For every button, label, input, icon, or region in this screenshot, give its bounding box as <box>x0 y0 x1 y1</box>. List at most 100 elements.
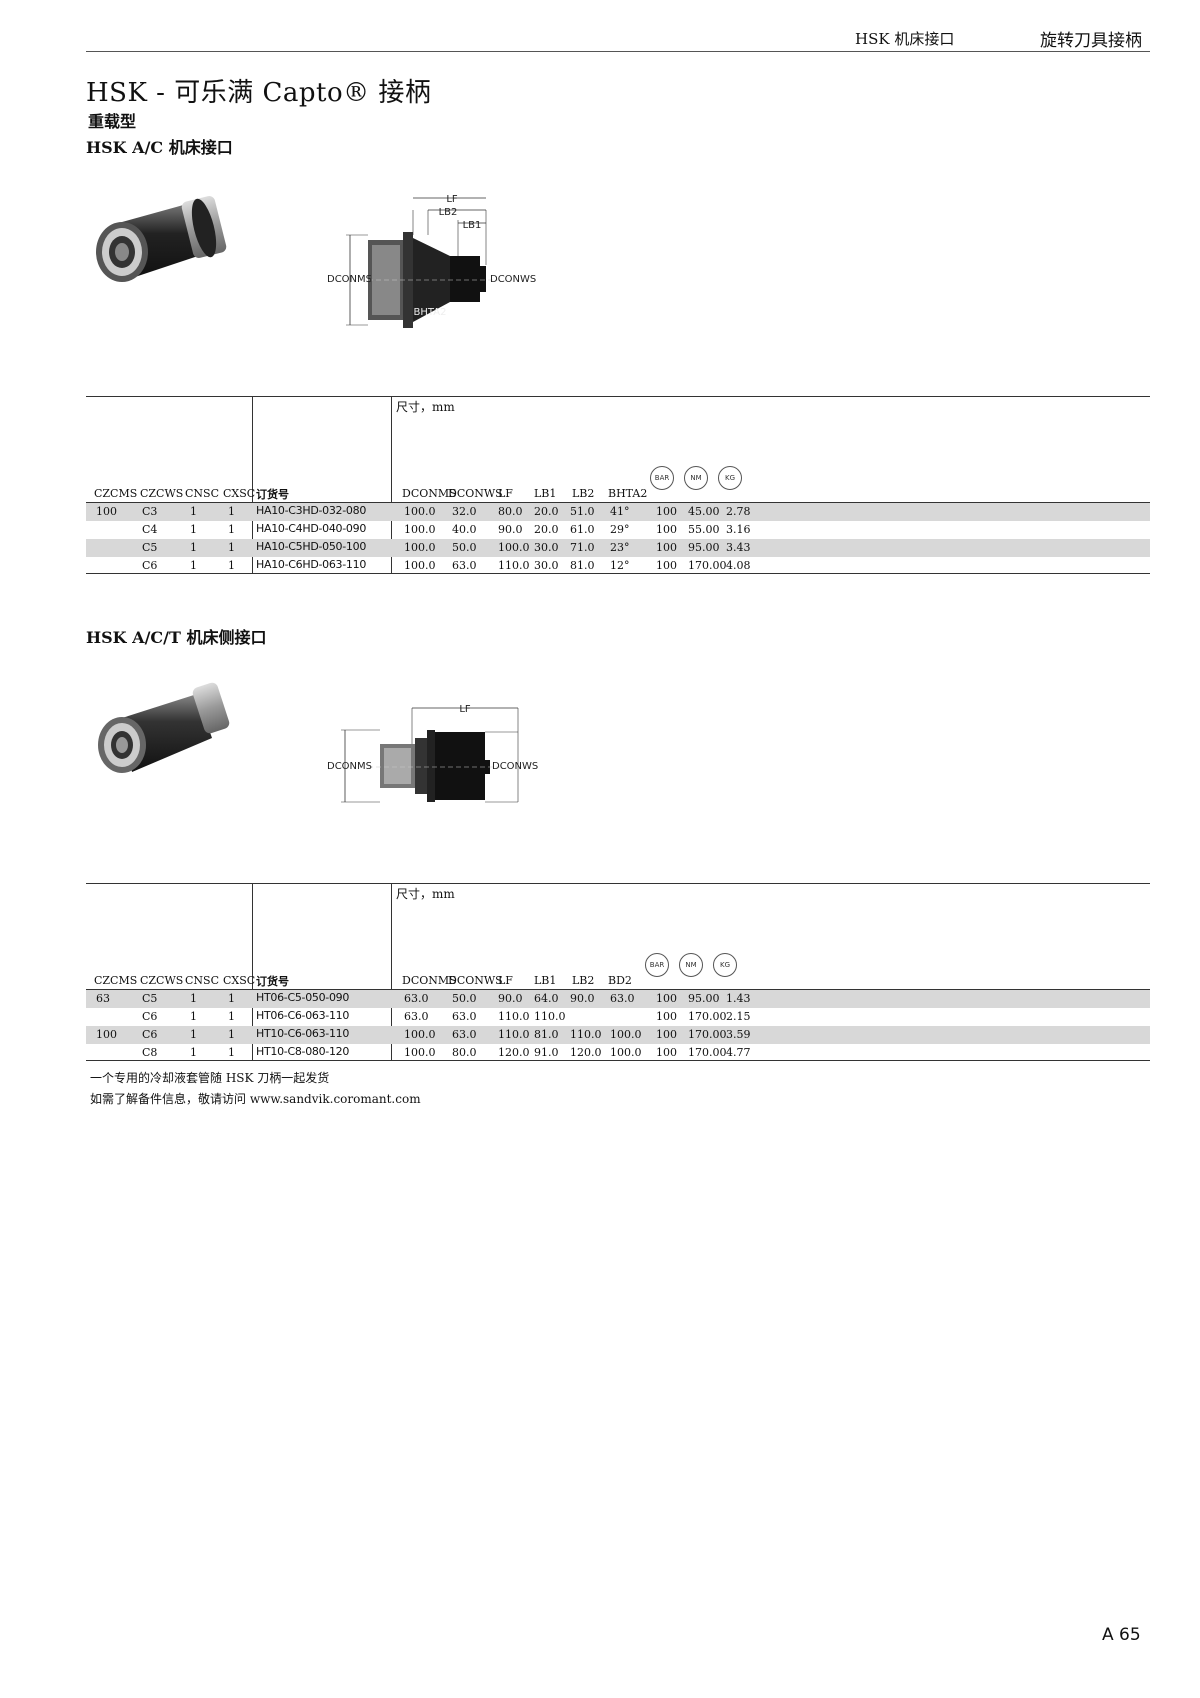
cell-czcws: C6 <box>142 1010 158 1023</box>
table-divider <box>252 396 253 574</box>
col-header-lb2: LB2 <box>572 487 595 500</box>
cell-value: 90.0 <box>570 992 595 1005</box>
cell-order-code: HT06-C6-063-110 <box>256 1009 350 1022</box>
product-photo-1 <box>96 196 227 282</box>
cell-value: 32.0 <box>452 505 477 518</box>
diag1-lf-label: LF <box>446 194 458 205</box>
cell-value: 170.00 <box>688 1028 727 1041</box>
cell-value: 45.00 <box>688 505 720 518</box>
col-header-lb1: LB1 <box>534 487 557 500</box>
cell-value: 81.0 <box>570 559 595 572</box>
cell-value: 3.59 <box>726 1028 751 1041</box>
cell-cnsc: 1 <box>190 1010 197 1023</box>
cell-czcws: C5 <box>142 992 158 1005</box>
col-header-dconms: DCONMS <box>402 487 457 500</box>
cell-cxsc: 1 <box>228 992 235 1005</box>
col-header-lb1: LB1 <box>534 974 557 987</box>
cell-value: 51.0 <box>570 505 595 518</box>
diag2-dconws-label: DCONWS <box>492 761 538 772</box>
col-header-dconws: DCONWS <box>448 974 503 987</box>
table-divider <box>391 396 392 574</box>
cell-value: 95.00 <box>688 541 720 554</box>
cell-value: 30.0 <box>534 559 559 572</box>
diag1-lb1-label: LB1 <box>463 220 482 231</box>
dimension-unit-label: 尺寸，mm <box>396 887 455 901</box>
cell-order-code: HA10-C5HD-050-100 <box>256 540 367 553</box>
cell-cnsc: 1 <box>190 523 197 536</box>
cell-value: 64.0 <box>534 992 559 1005</box>
cell-cnsc: 1 <box>190 1046 197 1059</box>
col-header-lf: LF <box>498 487 513 500</box>
cell-order-code: HT10-C8-080-120 <box>256 1045 350 1058</box>
cell-value: 100.0 <box>404 523 436 536</box>
col-header-lf: LF <box>498 974 513 987</box>
cell-czcws: C6 <box>142 1028 158 1041</box>
cell-czcws: C6 <box>142 559 158 572</box>
cell-value: 100 <box>656 1028 677 1041</box>
running-header-left: HSK 机床接口 <box>855 30 955 48</box>
dimension-unit-label: 尺寸，mm <box>396 400 455 414</box>
col-header-czcms: CZCMS <box>94 974 138 987</box>
cell-cxsc: 1 <box>228 1010 235 1023</box>
running-header-right: 旋转刀具接柄 <box>1040 31 1142 51</box>
dimension-diagram-2: LF DCONMS DCONWS <box>327 704 538 803</box>
table-1: 尺寸，mm BAR NM KG CZCMS CZCWS CNSC CXSC 订货… <box>86 396 1150 574</box>
col-header-dconws: DCONWS <box>448 487 503 500</box>
cell-cxsc: 1 <box>228 1028 235 1041</box>
cell-value: 95.00 <box>688 992 720 1005</box>
col-header-cxsc: CXSC <box>223 974 256 987</box>
cell-cxsc: 1 <box>228 541 235 554</box>
cell-cxsc: 1 <box>228 523 235 536</box>
cell-cnsc: 1 <box>190 541 197 554</box>
nm-icon: NM <box>679 953 703 977</box>
cell-order-code: HT06-C5-050-090 <box>256 991 350 1004</box>
cell-cnsc: 1 <box>190 1028 197 1041</box>
cell-czcms: 100 <box>96 505 117 518</box>
diag1-bhta2-label: BHTA2 <box>414 307 447 318</box>
cell-value: 100 <box>656 505 677 518</box>
table-2: 尺寸，mm BAR NM KG CZCMS CZCWS CNSC CXSC 订货… <box>86 883 1150 1061</box>
cell-value: 100.0 <box>404 541 436 554</box>
table-header-rule <box>86 502 1150 503</box>
cell-value: 30.0 <box>534 541 559 554</box>
cell-value: 12° <box>610 559 630 572</box>
cell-value: 100 <box>656 992 677 1005</box>
cell-value: 100.0 <box>498 541 530 554</box>
col-header-cxsc: CXSC <box>223 487 256 500</box>
cell-value: 50.0 <box>452 541 477 554</box>
col-header-bd2: BD2 <box>608 974 632 987</box>
cell-value: 2.78 <box>726 505 751 518</box>
cell-value: 110.0 <box>534 1010 566 1023</box>
cell-value: 100.0 <box>404 505 436 518</box>
dimension-diagram-1: LF LB2 LB1 DCONMS DCONWS BHTA2 <box>327 194 536 328</box>
cell-value: 120.0 <box>498 1046 530 1059</box>
cell-cnsc: 1 <box>190 559 197 572</box>
cell-value: 170.00 <box>688 1010 727 1023</box>
cell-value: 63.0 <box>452 1010 477 1023</box>
table-divider <box>391 883 392 1061</box>
cell-czcms: 63 <box>96 992 110 1005</box>
col-header-order-code: 订货号 <box>256 975 289 988</box>
cell-value: 90.0 <box>498 992 523 1005</box>
diag1-lb2-label: LB2 <box>439 207 458 218</box>
cell-cxsc: 1 <box>228 505 235 518</box>
cell-value: 100.0 <box>610 1046 642 1059</box>
cell-cxsc: 1 <box>228 1046 235 1059</box>
cell-value: 63.0 <box>404 992 429 1005</box>
cell-value: 20.0 <box>534 505 559 518</box>
cell-value: 63.0 <box>452 1028 477 1041</box>
col-header-cnsc: CNSC <box>185 974 219 987</box>
cell-value: 170.00 <box>688 559 727 572</box>
table-divider <box>252 883 253 1061</box>
footnote-coolant: 一个专用的冷却液套管随 HSK 刀柄一起发货 <box>90 1071 330 1085</box>
cell-value: 63.0 <box>452 559 477 572</box>
col-header-czcws: CZCWS <box>140 487 184 500</box>
diag1-dconws-label: DCONWS <box>490 274 536 285</box>
cell-czcws: C4 <box>142 523 158 536</box>
cell-value: 100.0 <box>610 1028 642 1041</box>
